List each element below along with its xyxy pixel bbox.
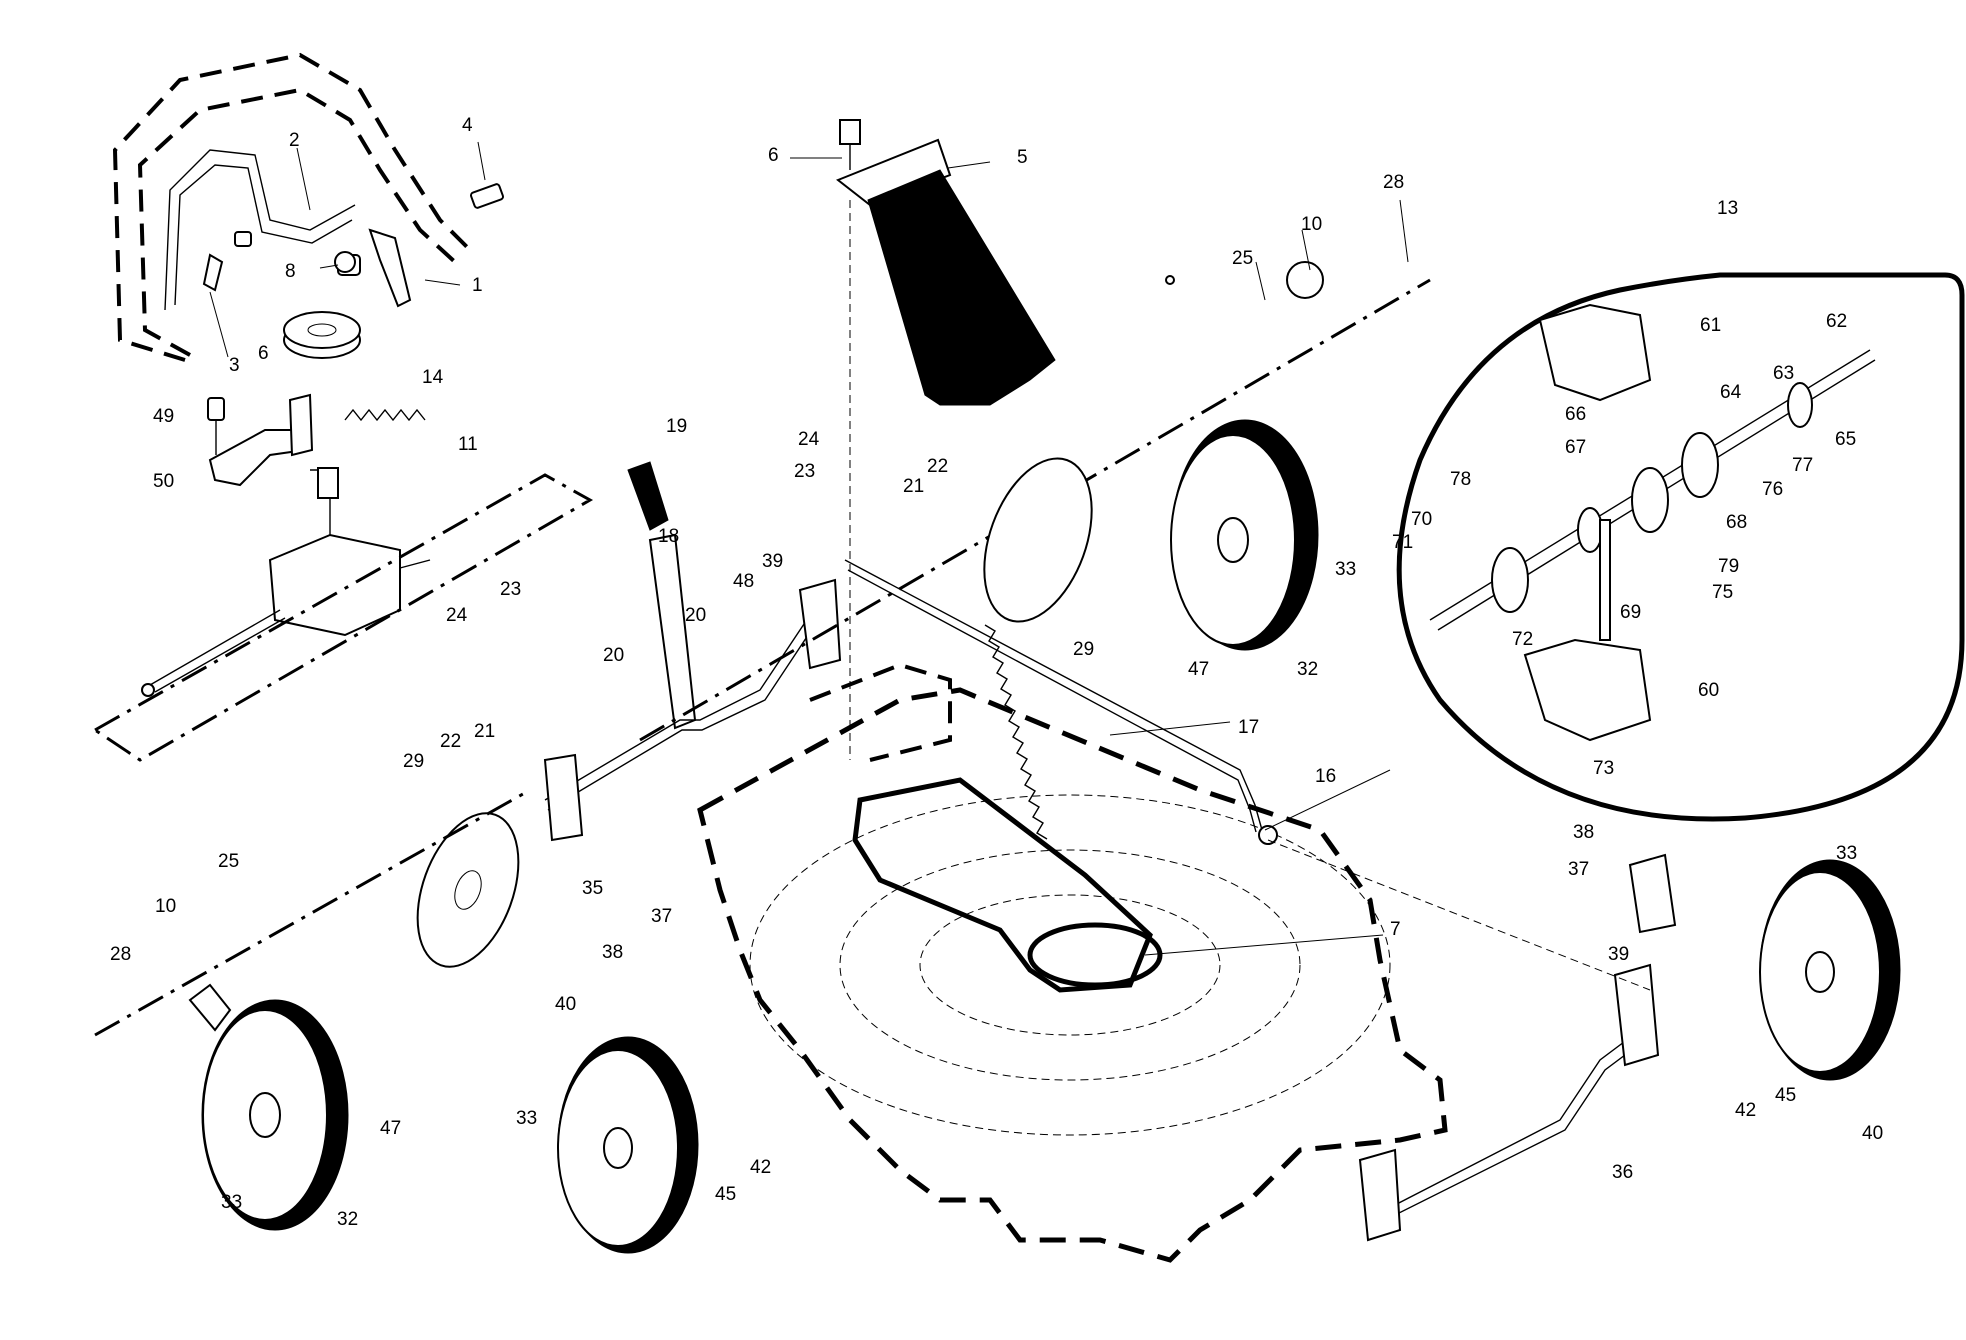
callout-label: 49 [153,406,174,427]
callout-label: 6 [768,145,779,166]
callout-label: 39 [1608,944,1629,965]
callout-label: 10 [155,896,176,917]
callout-label: 6 [258,343,269,364]
callout-label: 32 [1297,659,1318,680]
callout-label: 71 [1392,532,1413,553]
callout-label: 4 [462,115,473,136]
callout-label: 76 [1762,479,1783,500]
callout-labels: 1 2 3 4 5 6 6 7 8 10 10 11 13 14 16 17 1… [110,115,1883,1230]
callout-label: 40 [1862,1123,1883,1144]
callout-label: 23 [794,461,815,482]
callout-label: 78 [1450,469,1471,490]
callout-label: 38 [1573,822,1594,843]
callout-label: 7 [1390,919,1401,940]
callout-label: 10 [1301,214,1322,235]
callout-label: 33 [221,1192,242,1213]
rear-axle-assembly [94,261,1431,1037]
callout-label: 63 [1773,363,1794,384]
callout-label: 72 [1512,629,1533,650]
callout-label: 37 [651,906,672,927]
callout-label: 1 [472,275,483,296]
callout-label: 61 [1700,315,1721,336]
callout-label: 14 [422,367,444,388]
callout-label: 25 [1232,248,1253,269]
callout-label: 45 [715,1184,736,1205]
callout-label: 20 [685,605,706,626]
callout-label: 24 [798,429,820,450]
callout-label: 8 [285,261,296,282]
callout-label: 36 [1612,1162,1633,1183]
callout-label: 22 [440,731,461,752]
callout-label: 22 [927,456,948,477]
mower-deck [697,662,1448,1263]
callout-label: 45 [1775,1085,1796,1106]
gearbox-inset [1396,272,1965,822]
callout-label: 48 [733,571,754,592]
callout-label: 42 [750,1157,771,1178]
callout-label: 33 [1335,559,1356,580]
callout-label: 28 [110,944,131,965]
callout-label: 70 [1411,509,1432,530]
callout-label: 23 [500,579,521,600]
wheels [201,419,1901,1254]
callout-label: 60 [1698,680,1719,701]
callout-label: 67 [1565,437,1586,458]
callout-label: 77 [1792,455,1813,476]
callout-label: 37 [1568,859,1589,880]
callout-label: 42 [1735,1100,1756,1121]
callout-label: 47 [1188,659,1209,680]
callout-label: 18 [658,526,679,547]
callout-label: 68 [1726,512,1747,533]
callout-label: 20 [603,645,624,666]
callout-label: 38 [602,942,623,963]
callout-label: 33 [516,1108,537,1129]
rear-chute-assembly [836,119,1056,760]
callout-label: 11 [458,434,478,455]
callout-label: 66 [1565,404,1586,425]
callout-label: 32 [337,1209,358,1230]
callout-label: 33 [1836,843,1857,864]
callout-label: 79 [1718,556,1739,577]
callout-label: 62 [1826,311,1847,332]
callout-label: 21 [474,721,495,742]
callout-label: 17 [1238,717,1259,738]
height-rod-spring [844,559,1278,845]
callout-label: 29 [403,751,424,772]
callout-label: 75 [1712,582,1733,603]
callout-label: 2 [289,130,300,151]
handle-assembly [92,52,594,762]
callout-label: 25 [218,851,239,872]
callout-label: 47 [380,1118,401,1139]
callout-label: 29 [1073,639,1094,660]
callout-label: 24 [446,605,468,626]
leader-lines [209,141,1409,956]
callout-label: 40 [555,994,576,1015]
callout-label: 64 [1720,382,1742,403]
callout-label: 3 [229,355,240,376]
callout-label: 5 [1017,147,1028,168]
callout-label: 65 [1835,429,1856,450]
callout-label: 50 [153,471,174,492]
callout-label: 73 [1593,758,1614,779]
callout-label: 16 [1315,766,1336,787]
callout-label: 28 [1383,172,1404,193]
callout-label: 19 [666,416,687,437]
callout-label: 69 [1620,602,1641,623]
callout-label: 13 [1717,198,1738,219]
front-axle-assembly [1267,839,1677,1242]
callout-label: 39 [762,551,783,572]
callout-label: 21 [903,476,924,497]
callout-label: 35 [582,878,603,899]
